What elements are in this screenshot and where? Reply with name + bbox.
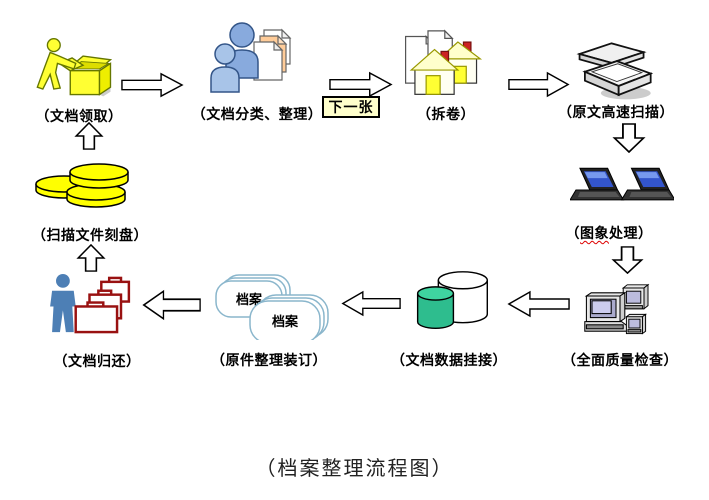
arrow-link-to-bind bbox=[341, 290, 401, 317]
arrow-unbind-to-scan bbox=[508, 71, 570, 98]
arrow-bind-to-return bbox=[142, 289, 201, 321]
arrow-scan-to-image bbox=[612, 123, 646, 153]
label-qc: （全面质量检查） bbox=[562, 352, 678, 368]
person-briefcases-icon bbox=[42, 273, 136, 337]
arrow-return-to-burn bbox=[76, 244, 106, 272]
person-with-box-icon bbox=[30, 36, 116, 100]
computers-icon bbox=[578, 280, 654, 340]
arrow-classify-to-unbind bbox=[329, 71, 393, 98]
capsule-front-text: 档案 bbox=[272, 314, 299, 329]
next-page-button[interactable]: 下一张 bbox=[322, 96, 380, 118]
archive-capsules-icon: 档案 档案 bbox=[210, 272, 330, 340]
laptops-icon bbox=[570, 166, 674, 216]
arrow-pickup-to-classify bbox=[121, 72, 184, 98]
arrow-burn-to-pickup bbox=[74, 122, 104, 150]
label-classify: （文档分类、整理） bbox=[191, 106, 323, 122]
label-scan: （原文高速扫描） bbox=[558, 104, 674, 120]
scanner-icon bbox=[576, 38, 656, 102]
label-image-suffix: 处理） bbox=[609, 225, 653, 241]
diagram-caption: （档案整理流程图） bbox=[255, 458, 454, 480]
label-image: （图象处理） bbox=[566, 223, 653, 243]
arrow-qc-to-link bbox=[507, 290, 570, 318]
label-return: （文档归还） bbox=[53, 353, 141, 369]
houses-documents-icon bbox=[400, 28, 484, 100]
label-image-prefix: （ bbox=[565, 225, 580, 241]
label-burn: （扫描文件刻盘） bbox=[32, 227, 148, 243]
label-link: （文档数据挂接） bbox=[391, 352, 507, 368]
label-pickup: （文档领取） bbox=[35, 108, 123, 124]
capsule-back-text: 档案 bbox=[236, 292, 263, 307]
label-image-wavy: 图象 bbox=[580, 225, 609, 241]
label-bind: （原件整理装订） bbox=[211, 352, 327, 368]
database-cylinders-icon bbox=[412, 268, 492, 334]
label-unbind: （拆卷） bbox=[417, 106, 475, 122]
arrow-image-to-qc bbox=[611, 246, 644, 274]
discs-icon bbox=[33, 158, 135, 210]
people-documents-icon bbox=[203, 18, 305, 98]
